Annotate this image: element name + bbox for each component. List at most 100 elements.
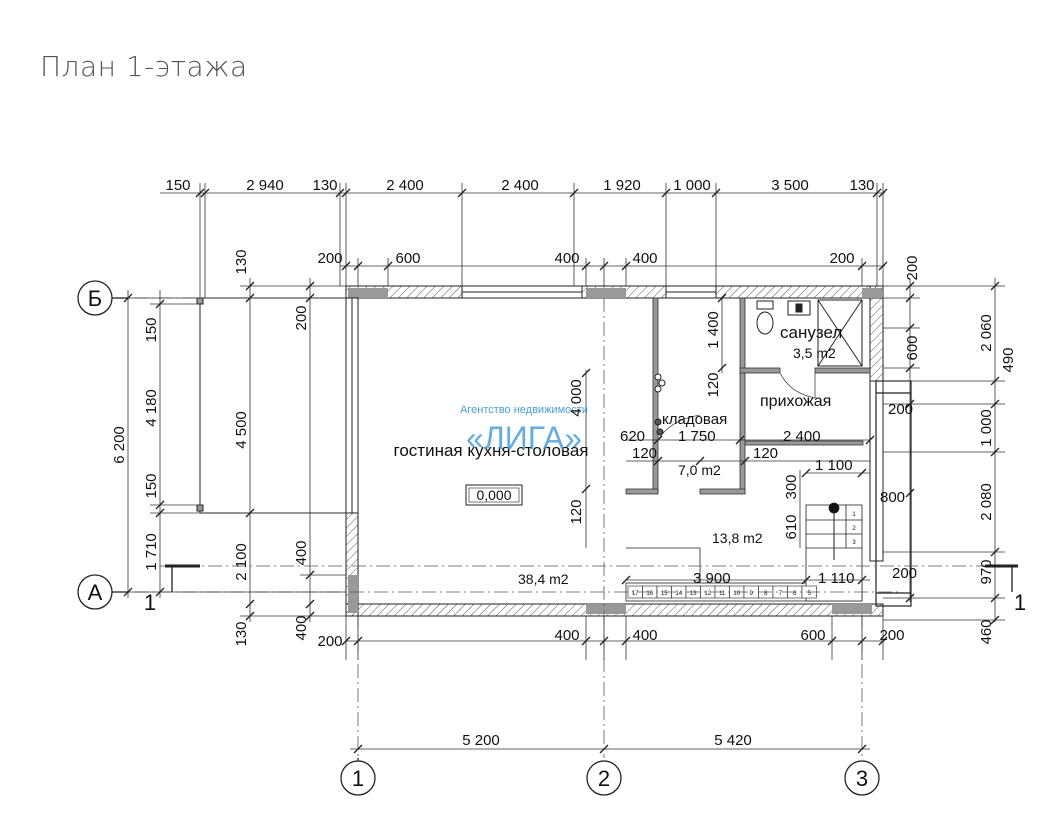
dimension-tick [878,636,888,646]
section-label-left: 1 [144,590,156,615]
stair-step-number: 17 [632,591,639,597]
bottom-dim-2: 400 [632,627,657,644]
dimension-ticks [123,188,1000,754]
terrace-outline [196,297,346,514]
int-d1110: 1 110 [818,570,854,587]
dimension-tick [305,570,315,580]
level-marker-box [465,484,523,506]
right-inner-3: 800 [880,489,905,506]
stair-step-number: 1 [852,512,856,518]
dimension-tick [857,468,867,478]
dimension-tick [581,368,591,378]
right-outer-3: 2 080 [978,483,995,521]
bathroom-fixtures [756,299,863,367]
right-inner-0: 200 [904,255,921,280]
dimension-tick [990,615,1000,625]
left-mid-3: 1 710 [143,533,160,571]
dimension-tick [305,293,315,303]
dimension-tick [827,636,837,646]
dimension-tick [155,299,165,309]
dimension-tick [305,611,315,621]
dimension-tick [581,636,591,646]
dimension-tick [717,363,727,373]
right-outer-0: 2 060 [978,314,995,352]
stair-step-number: 7 [779,591,783,597]
dimension-tick [661,188,671,198]
dimension-tick [195,188,205,198]
stair-step-number: 9 [750,591,754,597]
room-bath-area: 3,5 m2 [793,345,836,361]
stair-step-number: 2 [852,526,856,532]
top-dim-6: 1 000 [673,177,711,194]
left-outer-0: 6 200 [111,426,128,464]
top-dim-2: 130 [312,177,337,194]
left-mid-0: 150 [143,317,160,342]
int-d610: 610 [783,514,800,539]
int-d620: 620 [620,428,645,445]
right-outer-5: 460 [978,619,995,644]
top2-dim-1: 600 [395,250,420,267]
section-label-right: 1 [1014,590,1026,615]
dimension-tick [740,456,750,466]
stair-step-number: 10 [733,591,740,597]
dimension-tick [621,636,631,646]
dimension-tick [457,188,467,198]
level-value: 0,000 [476,487,511,503]
left-mid-2: 150 [143,473,160,498]
room-hall-area: 13,8 m2 [712,530,763,546]
dimension-tick [905,363,915,373]
watermark-line2: «ЛИГА» [466,420,582,456]
dimension-tick [905,399,915,409]
dimension-tick [245,281,255,291]
right-outer-2: 1 000 [978,409,995,447]
dimension-tick [621,575,631,585]
axis-label-2: 2 [598,766,610,791]
int-d4000: 4 000 [568,379,585,417]
dimension-tick [200,188,210,198]
left-wall-1: 400 [293,540,310,565]
dimension-tick [905,593,915,603]
interior-walls [625,297,871,495]
dimension-tick [353,636,363,646]
int-d1400: 1 400 [705,311,722,349]
dimension-lines [118,183,1005,750]
room-living: гостиная кухня-столовая [394,441,589,460]
int-d120c: 120 [753,445,778,462]
axis-label-b: Б [88,286,102,311]
dimension-tick [155,508,165,518]
axis-dim-0: 5 200 [462,732,500,749]
dimension-tick [621,261,631,271]
dimension-tick [653,456,663,466]
top2-dim-3: 400 [632,250,657,267]
stair-step-number: 11 [719,591,726,597]
top2-dim-4: 200 [829,250,854,267]
dimension-tick [341,261,351,271]
dimension-tick [905,281,915,291]
dimension-tick [305,281,315,291]
dimension-tick [905,293,915,303]
top2-dim-0: 200 [317,250,342,267]
top-dim-0: 150 [165,177,190,194]
axis-dim-1: 5 420 [714,732,752,749]
dimension-tick [653,435,663,445]
dimension-tick [695,456,705,466]
door-swings [657,372,816,441]
bottom-dim-1: 400 [554,627,579,644]
right-outer-1: 490 [1000,347,1017,372]
stair-steps-up: 123 [852,512,856,546]
dimension-tick [857,744,867,754]
page-title: План 1-этажа [40,50,248,83]
dimension-tick [305,599,315,609]
stair-step-number: 6 [793,591,797,597]
storage-fixtures [654,373,666,436]
dimension-tick [857,636,867,646]
top-dim-4: 2 400 [501,177,539,194]
dimension-tick [581,484,591,494]
stair-step-number: 8 [764,591,768,597]
bottom-dim-3: 600 [800,627,825,644]
dimension-tick [872,188,882,198]
dimension-tick [569,188,579,198]
dimension-tick [341,636,351,646]
bottom-dim-0: 200 [317,633,342,650]
dimension-tick [335,188,345,198]
